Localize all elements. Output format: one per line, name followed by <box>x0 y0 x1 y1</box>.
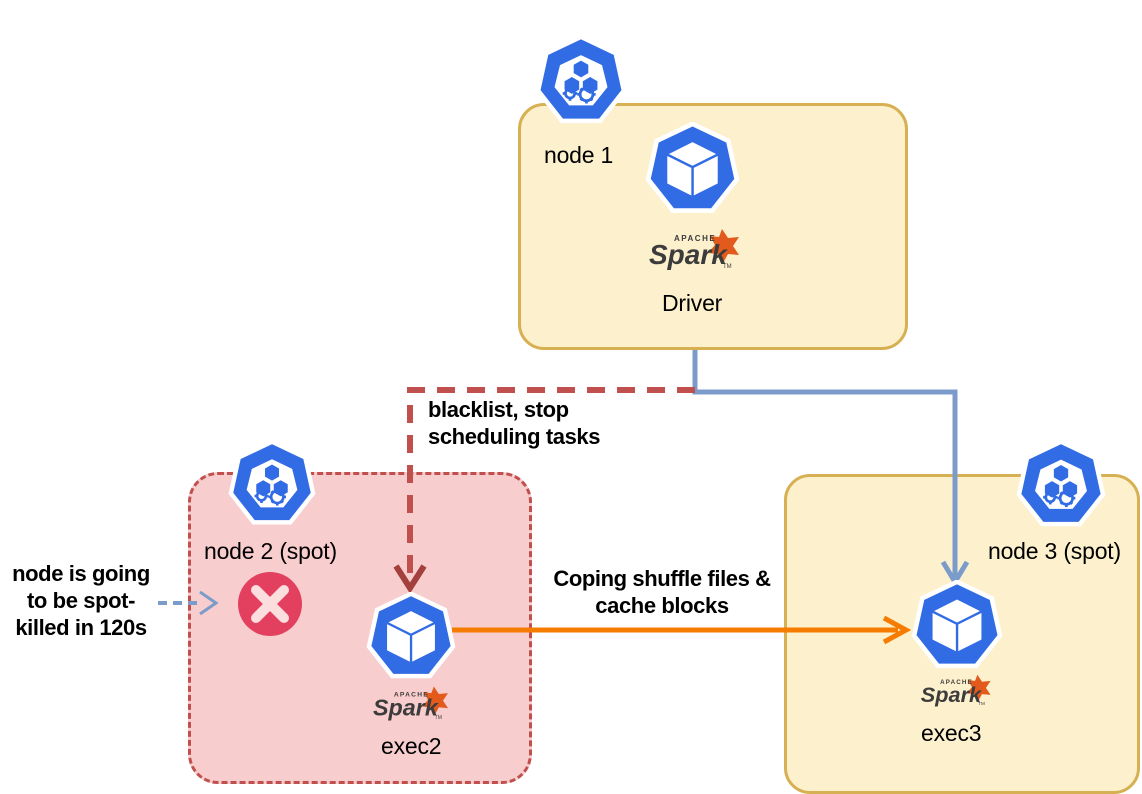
exec3-cube-icon <box>911 579 1003 675</box>
exec3-apache-spark-logo: APACHE Spark TM <box>920 672 996 710</box>
driver-apache-spark-logo: APACHE Spark TM <box>648 226 746 274</box>
svg-text:Spark: Spark <box>373 695 439 721</box>
blacklist-annotation: blacklist, stop scheduling tasks <box>428 396 658 450</box>
spot-kill-warning-line-1: node is going <box>12 561 150 586</box>
driver-cube-icon <box>645 121 740 220</box>
spark-star <box>422 686 448 715</box>
svg-text:TM: TM <box>723 264 732 270</box>
svg-text:Spark: Spark <box>921 682 982 707</box>
copy-shuffle-annotation: Coping shuffle files & cache blocks <box>540 565 784 619</box>
svg-text:Spark: Spark <box>649 239 728 270</box>
node-1-label: node 1 <box>544 142 614 168</box>
blacklist-line-2: scheduling tasks <box>428 424 601 449</box>
exec2-cube-icon <box>366 591 456 685</box>
spark-star <box>708 229 739 263</box>
exec2-apache-spark-logo: APACHE Spark TM <box>372 684 454 724</box>
node-2-kubernetes-icon <box>228 439 316 531</box>
node-3-label: node 3 (spot) <box>988 538 1121 564</box>
copy-shuffle-line-1: Coping shuffle files & <box>553 566 771 591</box>
copy-shuffle-line-2: cache blocks <box>595 593 729 618</box>
node-1-kubernetes-icon <box>535 34 627 130</box>
spot-kill-warning-annotation: node is going to be spot- killed in 120s <box>6 560 156 641</box>
node-2-x-circle-icon <box>236 570 304 638</box>
exec2-label: exec2 <box>381 733 442 759</box>
svg-text:TM: TM <box>435 715 442 721</box>
driver-label: Driver <box>662 290 723 316</box>
svg-text:TM: TM <box>978 701 985 706</box>
node-2-label: node 2 (spot) <box>204 538 337 564</box>
exec3-label: exec3 <box>921 720 982 746</box>
spark-star <box>966 674 991 702</box>
blacklist-line-1: blacklist, stop <box>428 397 569 422</box>
node-3-kubernetes-icon <box>1016 439 1106 533</box>
svg-text:APACHE: APACHE <box>394 692 429 699</box>
spot-kill-warning-line-2: to be spot- <box>26 588 136 613</box>
svg-text:APACHE: APACHE <box>674 234 716 243</box>
spot-kill-warning-line-3: killed in 120s <box>15 615 147 640</box>
svg-text:APACHE: APACHE <box>940 679 973 686</box>
